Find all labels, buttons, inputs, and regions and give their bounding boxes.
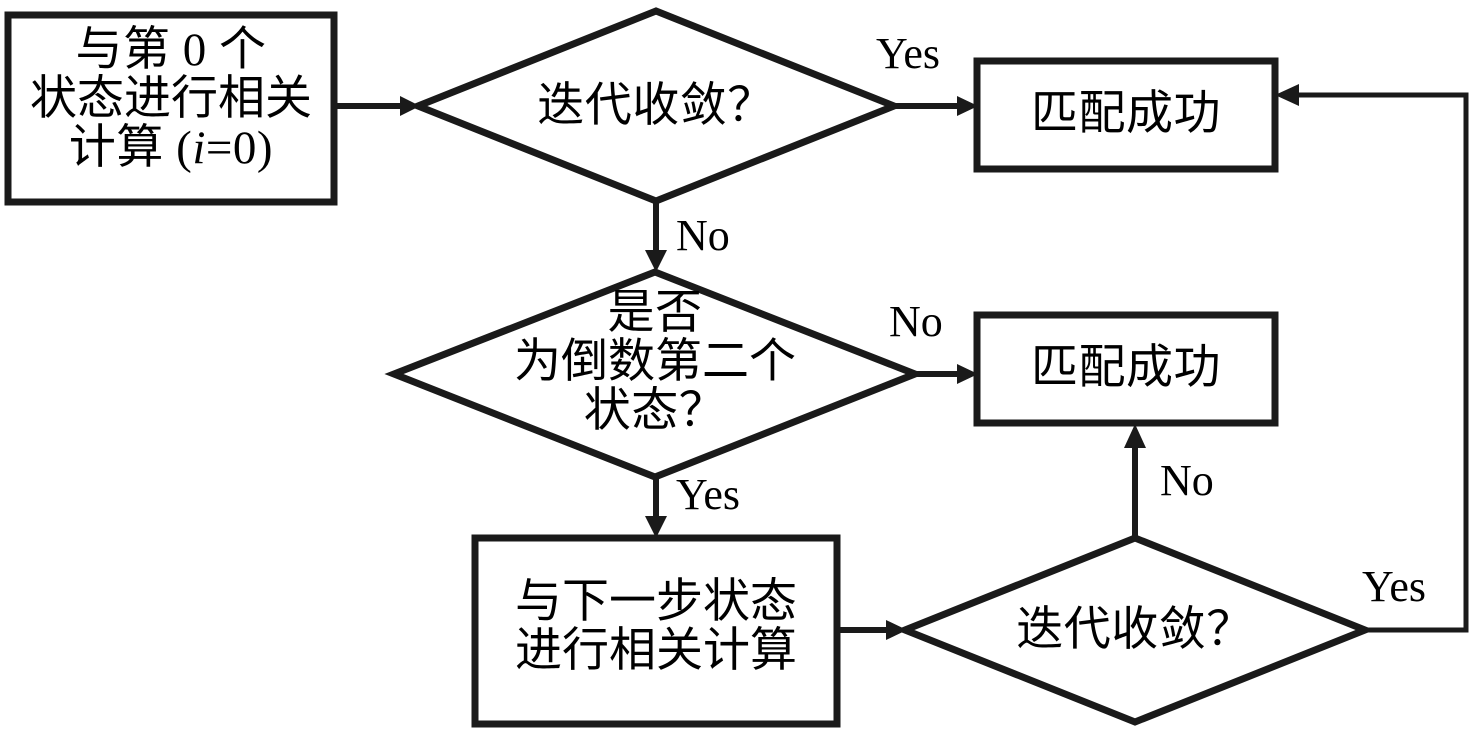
start-box-shape	[4, 11, 338, 206]
arrowhead-start-to-decision-top	[400, 96, 420, 116]
match-success-top-shape	[973, 57, 1279, 173]
arrowhead-decision-top-no	[645, 250, 667, 272]
edge-label-bottom-no: No	[1160, 456, 1214, 505]
decision-bottom-shape	[895, 534, 1375, 726]
edge-label-top-yes: Yes	[876, 29, 941, 78]
arrowhead-decision-top-yes	[957, 96, 978, 116]
edge-label-middle-no: No	[889, 297, 943, 346]
edge-label-bottom-yes: Yes	[1362, 562, 1427, 611]
arrowhead-decision-middle-yes	[645, 516, 667, 538]
edge-label-top-no: No	[676, 211, 730, 260]
arrowhead-next-state-to-decision-bottom	[886, 620, 907, 640]
arrowhead-decision-middle-no	[957, 364, 978, 384]
next-state-box-shape	[471, 534, 841, 728]
arrowhead-decision-bottom-yes	[1275, 84, 1299, 106]
match-success-middle-shape	[973, 311, 1279, 427]
arrowhead-decision-bottom-no	[1124, 424, 1146, 448]
decision-middle-shape	[384, 268, 925, 481]
edge-label-middle-yes: Yes	[676, 470, 741, 519]
edge-decision-bottom-yes	[1290, 92, 1469, 633]
decision-top-shape	[408, 7, 904, 205]
